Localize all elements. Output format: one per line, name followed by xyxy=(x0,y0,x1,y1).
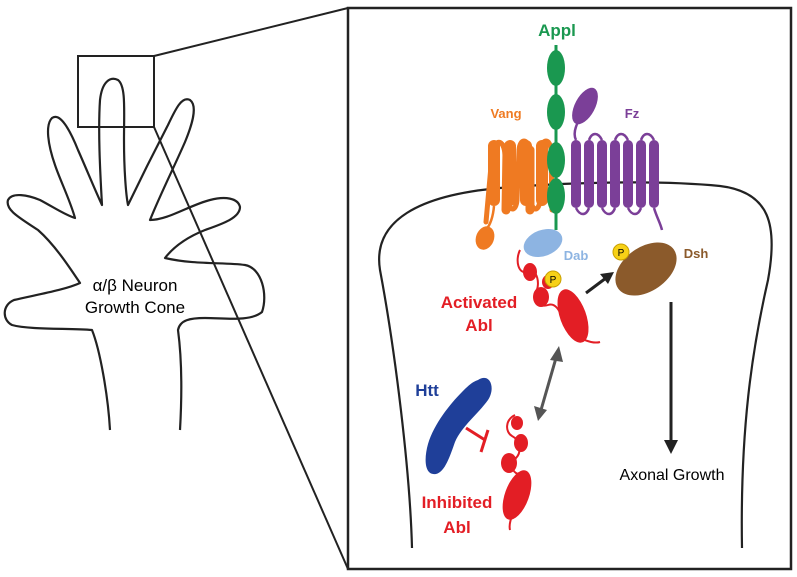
fz-loops xyxy=(574,132,664,231)
appl-domains xyxy=(547,50,565,214)
dsh-phospho-marker xyxy=(612,243,630,261)
activated-abl xyxy=(516,249,601,344)
inhibited-abl-label-line1: Inhibited xyxy=(422,493,493,512)
fz-helices xyxy=(571,140,659,208)
activated-abl-label-line2: Abl xyxy=(465,316,492,335)
dab-label: Dab xyxy=(564,248,589,263)
fz-label: Fz xyxy=(625,106,640,121)
dsh-phospho-label: P xyxy=(618,248,625,259)
dsh-to-growth-arrowhead xyxy=(664,440,678,454)
abl-state-arrowhead-down xyxy=(534,406,547,421)
htt-label: Htt xyxy=(415,381,439,400)
growth-cone-label-line1: α/β Neuron xyxy=(93,276,178,295)
dsh-label: Dsh xyxy=(684,246,709,261)
zoom-line-top xyxy=(153,7,349,57)
zoomed-panel-frame xyxy=(346,6,793,571)
vang-label: Vang xyxy=(490,106,521,121)
zoomed-panel: Vang Fz Appl Dab xyxy=(346,6,793,571)
abl-state-arrowhead-up xyxy=(550,346,563,362)
fz-crd-domain xyxy=(572,87,598,125)
abl-phospho-label: P xyxy=(550,275,557,286)
zoom-box xyxy=(77,55,155,128)
htt-inhibition-bar xyxy=(479,429,490,453)
htt-protein xyxy=(425,377,492,475)
inhibited-abl xyxy=(501,414,532,531)
fz-crd-stalk xyxy=(573,121,580,141)
abl-to-dsh-arrow xyxy=(585,276,607,295)
growth-cone-panel: α/β Neuron Growth Cone xyxy=(3,7,349,570)
abl-phospho-marker xyxy=(544,270,562,288)
growth-cone-outline xyxy=(3,77,266,431)
activated-abl-label-line1: Activated xyxy=(441,293,518,312)
inhibited-abl-label-line2: Abl xyxy=(443,518,470,537)
abl-to-dsh-arrowhead xyxy=(600,272,614,284)
axonal-growth-label: Axonal Growth xyxy=(620,467,725,484)
zoom-line-bottom xyxy=(153,126,349,570)
dsh-protein xyxy=(615,242,677,296)
growth-cone-label-line2: Growth Cone xyxy=(85,298,185,317)
dab-protein xyxy=(523,228,563,258)
vang-cytoplasmic-domain xyxy=(475,226,495,250)
vang-helices xyxy=(488,140,548,206)
abl-state-double-arrow xyxy=(539,357,558,411)
htt-inhibition-line xyxy=(465,426,486,442)
appl-label: Appl xyxy=(538,21,576,40)
